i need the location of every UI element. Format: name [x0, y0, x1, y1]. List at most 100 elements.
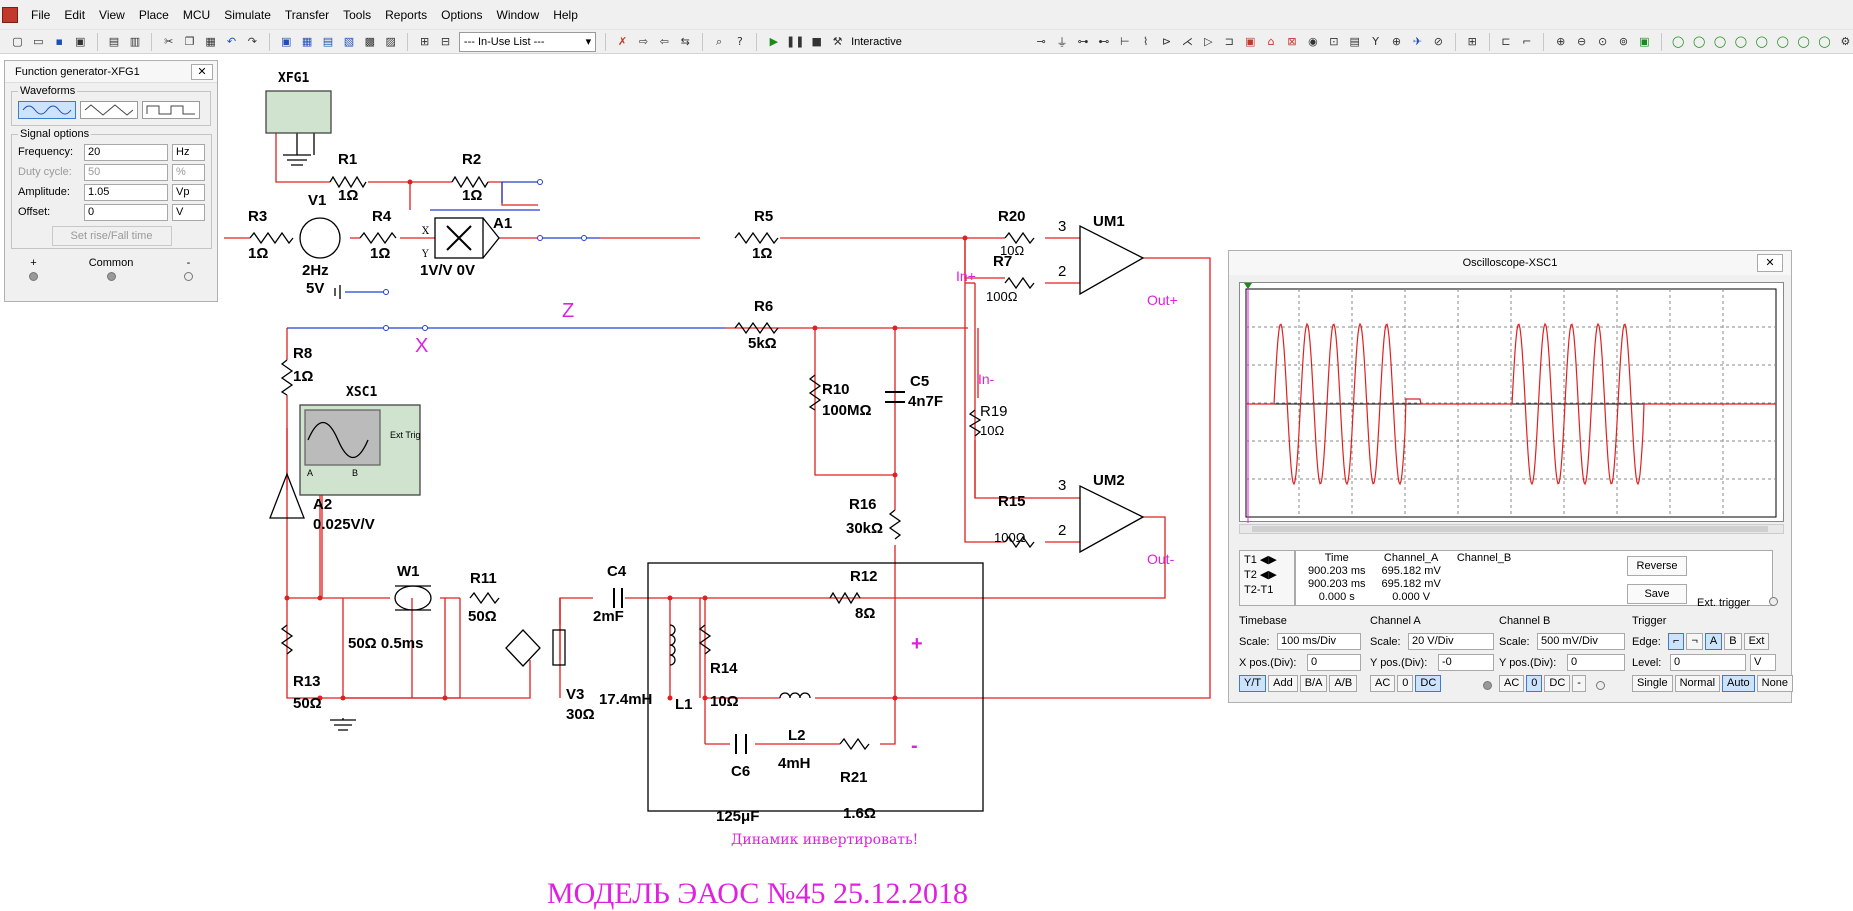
timebase-scale-input[interactable]: 100 ms/Div — [1277, 633, 1361, 650]
channel-b-minus-button[interactable]: - — [1572, 675, 1586, 692]
frequency-unit[interactable]: Hz — [172, 143, 205, 161]
zoom-in-icon[interactable]: ⊕ — [1556, 35, 1566, 48]
a1-label[interactable]: A1 — [493, 215, 513, 232]
net-label-in-plus[interactable]: In+ — [956, 268, 976, 284]
pause-simulation-icon[interactable]: ❚❚ — [786, 35, 805, 48]
reverse-button[interactable]: Reverse — [1627, 556, 1687, 576]
undo-icon[interactable]: ↶ — [226, 35, 237, 48]
oscilloscope-titlebar[interactable]: Oscilloscope-XSC1✕ — [1229, 251, 1791, 275]
instrument-logic-analyzer-icon[interactable]: ◯ — [1818, 35, 1831, 48]
component-misc-icon[interactable]: ▤ — [1349, 35, 1360, 48]
transfer-icon[interactable]: ⇆ — [680, 35, 690, 48]
channel-a-ypos-input[interactable]: -0 — [1438, 654, 1494, 671]
component-analog-icon[interactable]: ▷ — [1204, 35, 1213, 48]
arrow-right-icon[interactable]: ▶ — [1268, 569, 1277, 581]
menu-file[interactable]: File — [31, 7, 51, 22]
channel-a-dc-button[interactable]: DC — [1415, 675, 1442, 692]
r16-label[interactable]: R16 — [849, 496, 877, 513]
channel-b-scale-input[interactable]: 500 mV/Div — [1537, 633, 1625, 650]
r6-label[interactable]: R6 — [754, 298, 774, 315]
zoom-out-icon[interactable]: ⊖ — [1577, 35, 1587, 48]
arrow-left-icon[interactable]: ◀ — [1259, 569, 1269, 581]
amplitude-unit[interactable]: Vp — [172, 183, 205, 201]
ba-mode-button[interactable]: B/A — [1299, 675, 1328, 692]
component-cmos-icon[interactable]: ▣ — [1244, 35, 1256, 48]
menu-edit[interactable]: Edit — [64, 7, 86, 22]
r4-label[interactable]: R4 — [372, 208, 392, 225]
save-icon[interactable]: ▪ — [55, 35, 63, 48]
w1-label[interactable]: W1 — [397, 563, 420, 580]
component-electromech-icon[interactable]: ⊕ — [1391, 35, 1402, 48]
menu-view[interactable]: View — [99, 7, 125, 22]
spreadsheet-icon[interactable]: ▦ — [301, 35, 313, 48]
paste-icon[interactable]: ▦ — [205, 35, 216, 48]
component-diode-icon[interactable]: ⊳ — [1161, 35, 1172, 48]
in-use-list-dropdown[interactable]: --- In-Use List ---▾ — [458, 31, 597, 52]
r20-label[interactable]: R20 — [998, 208, 1026, 225]
ext-trigger-terminal[interactable] — [1769, 597, 1778, 606]
instrument-oscilloscope-icon[interactable]: ◯ — [1734, 35, 1748, 48]
component-wizard-icon[interactable]: ▨ — [385, 35, 396, 48]
instrument-function-generator-icon[interactable]: ◯ — [1692, 35, 1706, 48]
breadboard-icon[interactable]: ⊞ — [419, 35, 430, 48]
a2-label[interactable]: A2 — [313, 496, 333, 513]
single-mode-button[interactable]: Single — [1632, 675, 1673, 692]
c5-label[interactable]: C5 — [910, 373, 930, 390]
r8-label[interactable]: R8 — [293, 345, 313, 362]
amplitude-input[interactable]: 1.05 — [84, 183, 168, 201]
instrument-wattmeter-icon[interactable]: ◯ — [1713, 35, 1727, 48]
scrollbar-thumb[interactable] — [1252, 526, 1768, 532]
print-preview-icon[interactable]: ▥ — [129, 35, 141, 48]
help-icon[interactable]: ? — [737, 35, 743, 48]
component-rf-icon[interactable]: Y — [1372, 35, 1379, 48]
interactive-mode-icon[interactable]: ⚒ — [832, 35, 843, 48]
trigger-source-b-button[interactable]: B — [1724, 633, 1742, 650]
r11-label[interactable]: R11 — [470, 570, 497, 587]
offset-input[interactable]: 0 — [84, 203, 168, 221]
fg-plus-terminal[interactable] — [29, 272, 38, 281]
channel-b-ac-button[interactable]: AC — [1499, 675, 1525, 692]
square-wave-button[interactable] — [142, 101, 200, 119]
frequency-input[interactable]: 20 — [84, 143, 168, 161]
oscilloscope-screen[interactable] — [1239, 282, 1784, 523]
r7-label[interactable]: R7 — [993, 253, 1013, 270]
level-unit[interactable]: V — [1750, 654, 1776, 671]
c6-label[interactable]: C6 — [731, 763, 751, 780]
component-mixed-icon[interactable]: ⊠ — [1287, 35, 1297, 48]
close-icon[interactable]: ✕ — [191, 64, 213, 80]
component-transistor-icon[interactable]: ⋌ — [1181, 35, 1193, 48]
grapher-icon[interactable]: ▧ — [343, 35, 355, 48]
cut-icon[interactable]: ✂ — [164, 35, 174, 48]
menu-tools[interactable]: Tools — [343, 7, 372, 22]
menu-place[interactable]: Place — [138, 7, 169, 22]
function-generator-titlebar[interactable]: Function generator-XFG1✕ — [5, 61, 217, 83]
new-file-icon[interactable]: ▢ — [12, 35, 23, 48]
component-mcu-icon[interactable]: ✈ — [1412, 35, 1423, 48]
menu-transfer[interactable]: Transfer — [284, 7, 330, 22]
ab-mode-button[interactable]: A/B — [1329, 675, 1358, 692]
zoom-area-icon[interactable]: ⊙ — [1597, 35, 1608, 48]
postprocessor-icon[interactable]: ▩ — [364, 35, 376, 48]
l1-label[interactable]: L1 — [675, 696, 693, 713]
menu-help[interactable]: Help — [553, 7, 578, 22]
arrow-left-icon[interactable]: ◀ — [1259, 554, 1269, 566]
channel-b-zero-button[interactable]: 0 — [1526, 675, 1543, 692]
multisim-app-icon[interactable] — [2, 6, 18, 23]
trigger-source-a-button[interactable]: A — [1704, 633, 1723, 650]
r19-label[interactable]: R19 — [980, 403, 1008, 420]
yt-mode-button[interactable]: Y/T — [1239, 675, 1267, 692]
l2-label[interactable]: L2 — [788, 727, 806, 744]
net-label-out-plus[interactable]: Out+ — [1147, 292, 1178, 308]
menu-simulate[interactable]: Simulate — [224, 7, 271, 22]
print-icon[interactable]: ▤ — [108, 35, 120, 48]
arrow-right-icon[interactable]: ▶ — [1268, 554, 1277, 566]
net-label-x[interactable]: X — [415, 335, 429, 357]
find-examples-icon[interactable]: ⌕ — [715, 34, 723, 48]
um2-label[interactable]: UM2 — [1093, 472, 1125, 489]
probe-power-icon[interactable]: ⊶ — [1077, 35, 1089, 48]
place-bus-icon[interactable]: ⊏ — [1501, 35, 1511, 48]
offset-unit[interactable]: V — [172, 203, 205, 221]
r14-label[interactable]: R14 — [710, 660, 738, 677]
component-ttl-icon[interactable]: ⊐ — [1224, 35, 1234, 48]
r12-label[interactable]: R12 — [850, 568, 878, 585]
